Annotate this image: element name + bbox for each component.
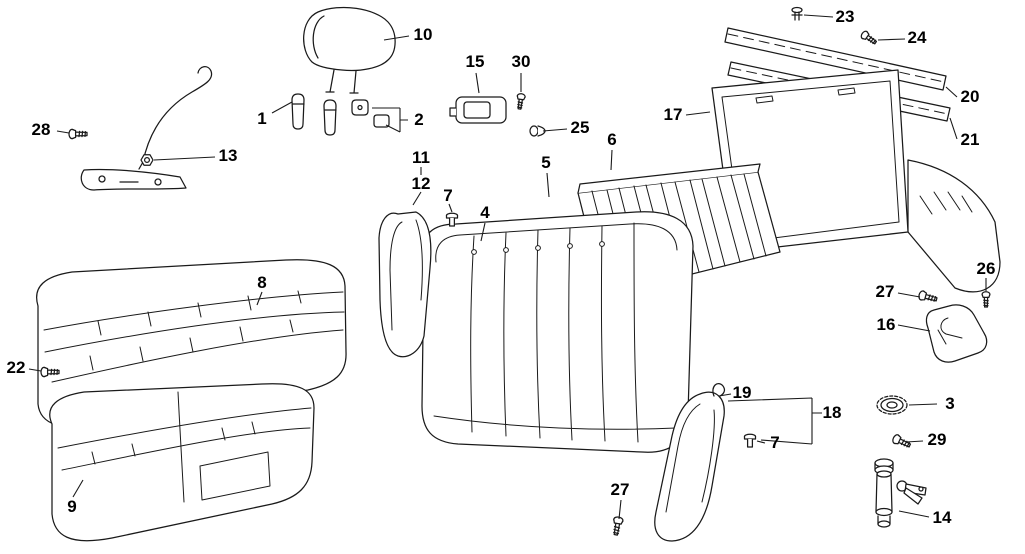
part-number-label: 1 (257, 109, 267, 128)
grommet-3 (877, 396, 907, 414)
part-number-label: 27 (610, 480, 630, 499)
part-number-label: 25 (570, 118, 590, 137)
part-number-label: 3 (945, 394, 955, 413)
part-number-label: 27 (875, 282, 895, 301)
clip-23 (792, 8, 802, 21)
part-number-label: 16 (876, 315, 896, 334)
part-number-label: 18 (822, 403, 842, 422)
part-number-label: 22 (6, 358, 26, 377)
part-number-label: 26 (976, 259, 996, 278)
part-number-label: 28 (31, 120, 51, 139)
part-number-label: 17 (663, 105, 683, 124)
guide-clip-b (374, 115, 389, 127)
part-number-label: 29 (927, 430, 947, 449)
part-number-label: 6 (607, 130, 617, 149)
bolster-hook-19 (713, 384, 725, 396)
part-number-label: 13 (218, 146, 238, 165)
headrest-guide-1 (292, 94, 304, 129)
right-bolster (655, 392, 724, 541)
part-number-label: 24 (907, 28, 927, 47)
part-number-label: 14 (932, 508, 952, 527)
part-number-label: 15 (465, 52, 485, 71)
part-number-label: 8 (257, 273, 267, 292)
seat-back (422, 212, 693, 452)
mount-bracket (81, 169, 186, 190)
part-number-label: 21 (960, 130, 980, 149)
part-number-label: 2 (414, 110, 424, 129)
striker-bracket-16 (926, 305, 986, 362)
part-number-label: 10 (413, 25, 433, 44)
part-number-label: 7 (770, 433, 780, 452)
part-number-label: 9 (67, 497, 77, 516)
part-number-label: 12 (411, 174, 431, 193)
keys-14 (897, 481, 926, 504)
part-number-label: 23 (835, 7, 855, 26)
guide-clip-a (352, 100, 368, 115)
part-number-label: 4 (480, 203, 490, 222)
headrest (304, 7, 395, 93)
left-bolster (379, 212, 431, 357)
part-number-label: 5 (541, 153, 551, 172)
part-number-label: 30 (511, 52, 531, 71)
lock-cylinder-14 (875, 459, 893, 527)
seat-cushion-lower (50, 384, 314, 541)
headrest-guide-2 (324, 100, 336, 135)
part-number-label: 20 (960, 87, 980, 106)
leader-lines (29, 15, 986, 519)
part-number-label: 19 (732, 383, 752, 402)
part-number-label: 7 (443, 186, 453, 205)
part-number-label: 11 (412, 148, 430, 167)
seatback-latch (450, 97, 506, 123)
